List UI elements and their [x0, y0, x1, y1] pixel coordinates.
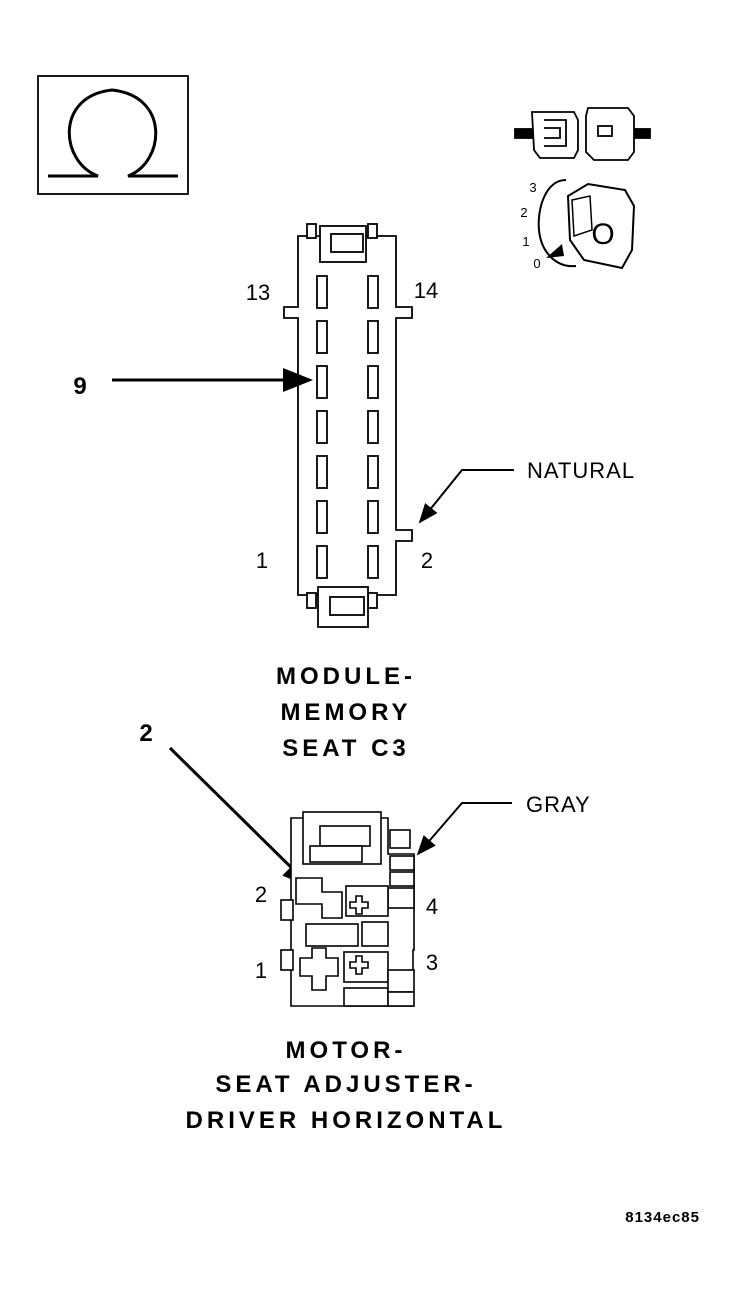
pin-cavity: [316, 320, 328, 354]
motor-color-leader-arrow: [416, 802, 512, 856]
ignition-position-2: 2: [520, 205, 527, 220]
pin-cavity: [367, 545, 379, 579]
motor-pin-label-1: 1: [255, 958, 267, 983]
pin-cavity: [367, 500, 379, 534]
ignition-switch-icon: O 3 2 1 0: [520, 179, 636, 271]
ignition-position-1: 1: [522, 234, 529, 249]
c3-pin-label-2: 2: [421, 548, 433, 573]
motor-seat-adjuster-connector: [280, 811, 415, 1007]
pin-cavity: [367, 410, 379, 444]
pin-cavity: [367, 365, 379, 399]
motor-pin-label-3: 3: [426, 950, 438, 975]
ignition-key-label: O: [591, 218, 614, 251]
pin-cavity: [367, 275, 379, 309]
motor-color-label: GRAY: [526, 792, 591, 817]
pin-cavity: [316, 365, 328, 399]
module-memory-seat-c3-connector: [283, 223, 413, 628]
motor-pin-label-2: 2: [255, 882, 267, 907]
ignition-position-3: 3: [529, 180, 536, 195]
ohm-symbol-icon: [37, 75, 189, 195]
motor-callout-ref: 2: [139, 720, 152, 747]
motor-title-line-3: DRIVER HORIZONTAL: [186, 1107, 507, 1134]
c3-title-line-2: MEMORY: [280, 699, 411, 726]
pin-cavity: [316, 500, 328, 534]
c3-title-line-1: MODULE-: [276, 663, 416, 690]
motor-pin-label-4: 4: [426, 894, 438, 919]
pin-cavity-grid: [316, 275, 379, 579]
c3-pin-label-1: 1: [256, 548, 268, 573]
pin-cavity: [316, 545, 328, 579]
c3-callout-ref: 9: [73, 373, 86, 400]
figure-id: 8134ec85: [625, 1209, 700, 1226]
pin-cavity: [316, 275, 328, 309]
pin-cavity: [367, 455, 379, 489]
c3-pin-label-13: 13: [246, 280, 270, 305]
motor-title-line-1: MOTOR-: [286, 1037, 407, 1064]
c3-title-line-3: SEAT C3: [282, 735, 410, 762]
c3-color-label: NATURAL: [527, 458, 635, 483]
pin-cavity: [316, 410, 328, 444]
motor-title-line-2: SEAT ADJUSTER-: [215, 1071, 476, 1098]
pin-cavity: [367, 320, 379, 354]
ignition-position-0: 0: [533, 256, 540, 271]
c3-color-leader-arrow: [418, 469, 514, 524]
pin-cavity: [316, 455, 328, 489]
c3-pin-label-14: 14: [414, 278, 438, 303]
connector-plug-icon: [514, 107, 651, 161]
motor-callout-arrow: [168, 746, 313, 889]
